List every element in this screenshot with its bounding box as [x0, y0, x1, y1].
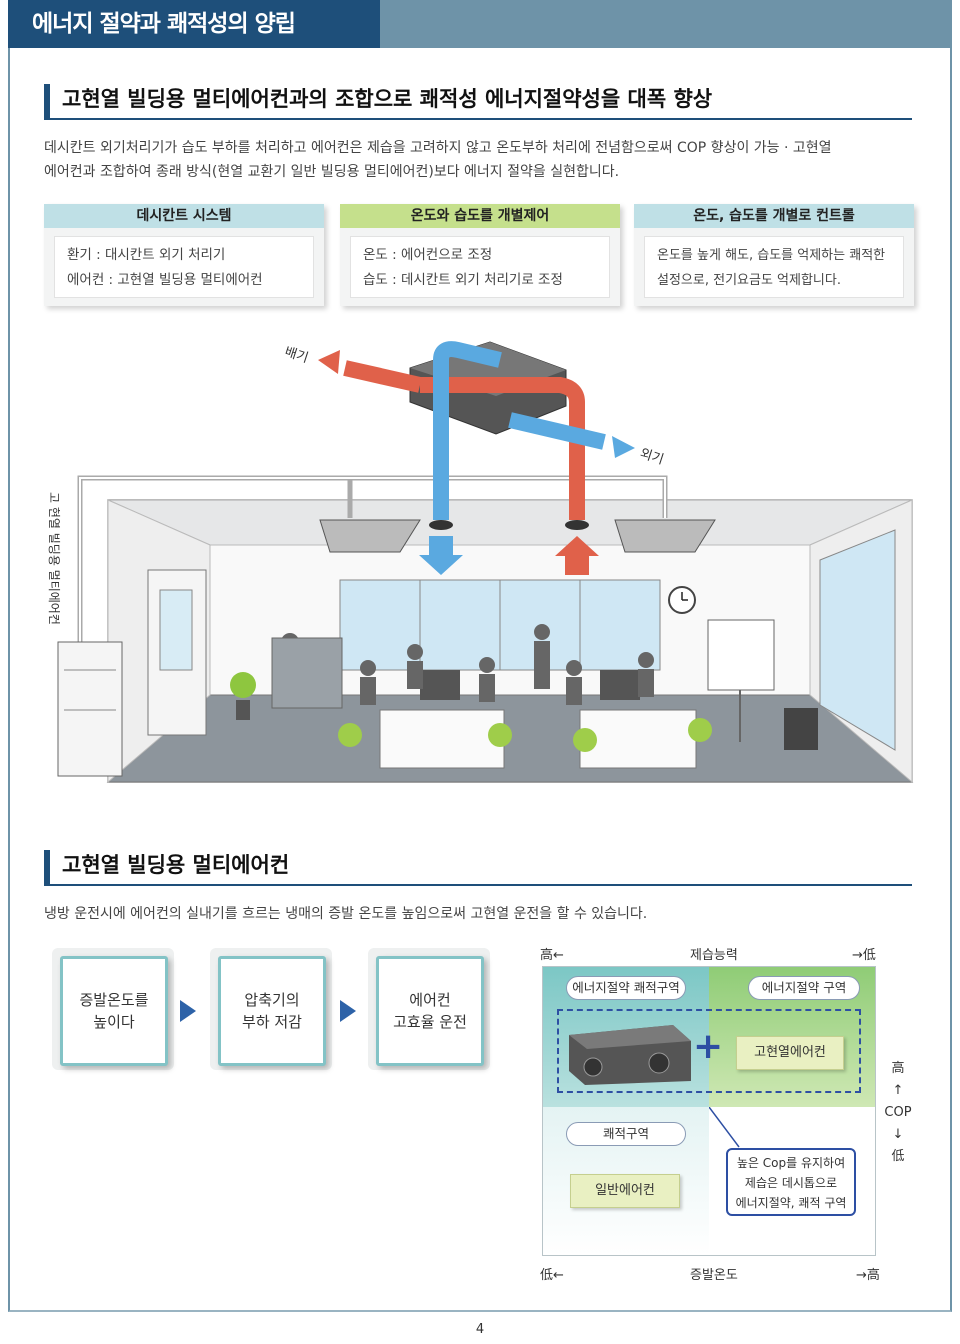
card-desiccant-system: 데시칸트 시스템 환기 : 대시칸트 외기 처리기 에어컨 : 고현열 빌딩용 … — [44, 204, 324, 306]
outdoor-unit — [57, 641, 123, 777]
flow-step-1: 증발온도를 높이다 — [60, 956, 168, 1066]
card-line: 온도를 높게 해도, 습도를 억제하는 쾌적한 — [657, 248, 886, 263]
section1-heading: 고현열 빌딩용 멀티에어컨과의 조합으로 쾌적성 에너지절약성을 대폭 향상 — [44, 84, 912, 120]
desk-right — [579, 709, 697, 769]
right-window — [819, 529, 896, 751]
supply-vent — [429, 520, 453, 530]
page-number: 4 — [475, 1322, 485, 1337]
outside-air-label: 외기 — [638, 446, 665, 468]
trash-bin — [784, 708, 818, 750]
zone-label-energy: 에너지절약 구역 — [748, 976, 860, 1000]
supply-down-arrow — [419, 536, 463, 575]
exhaust-arrow — [318, 350, 340, 374]
cop-label: COP — [884, 1105, 912, 1120]
cop-up-arrow-icon: ↑ — [892, 1083, 904, 1098]
card-line: 환기 : 대시칸트 외기 처리기 — [67, 247, 226, 263]
section1-para-line1: 데시칸트 외기처리기가 습도 부하를 처리하고 에어컨은 제습을 고려하지 않고… — [44, 140, 832, 156]
card-separate-control: 온도, 습도를 개별로 컨트롤 온도를 높게 해도, 습도를 억제하는 쾌적한 … — [634, 204, 914, 306]
card-line: 에어컨 : 고현열 빌딩용 멀티에어컨 — [67, 272, 263, 288]
flow-step-line: 에어컨 — [409, 991, 451, 1009]
diagonal-divider — [709, 1107, 740, 1148]
office-chair — [488, 723, 512, 747]
axis-bottom-left: 低← — [540, 1268, 564, 1283]
section1-para-line2: 에어컨과 조합하여 종래 방식(현열 교환기 일반 빌딩용 멀티에어컨)보다 에… — [44, 164, 620, 180]
supply-duct — [433, 341, 502, 520]
axis-top-left: 高← — [540, 948, 564, 963]
section2-paragraph: 냉방 운전시에 에어컨의 실내기를 흐르는 냉매의 증발 온도를 높임으로써 고… — [44, 906, 648, 922]
axis-top-center: 제습능력 — [690, 948, 738, 963]
exhaust-duct — [420, 377, 585, 520]
flow-step-line: 압축기의 — [244, 991, 300, 1009]
flow-step-line: 증발온도를 — [79, 991, 149, 1009]
monitor — [600, 670, 640, 700]
flow-step-line: 고효율 운전 — [393, 1013, 467, 1031]
card-body: 온도 : 에어컨으로 조정 습도 : 데시칸트 외기 처리기로 조정 — [350, 236, 610, 298]
high-sensible-ac-tag: 고현열에어컨 — [736, 1036, 844, 1070]
zone-label-energy-comfort: 에너지절약 쾌적구역 — [566, 976, 686, 1000]
ceiling-cassette-left — [319, 519, 421, 553]
flow-step-3: 에어컨 고효율 운전 — [376, 956, 484, 1066]
side-label: 고 현열 빌딩용 멀티에어컨 — [47, 492, 61, 625]
potted-plant — [230, 672, 256, 698]
callout-line: 높은 Cop를 유지하여 — [736, 1156, 846, 1170]
whiteboard — [707, 619, 775, 691]
callout-line: 제습은 데시톱으로 — [744, 1176, 838, 1190]
axis-bottom-center: 증발온도 — [690, 1268, 738, 1283]
zone-label-comfort: 쾌적구역 — [566, 1122, 686, 1146]
card-line: 설정으로, 전기요금도 억제합니다. — [657, 273, 841, 288]
exhaust-label: 배기 — [283, 345, 310, 367]
card-line: 습도 : 데시칸트 외기 처리기로 조정 — [363, 272, 563, 288]
room-ceiling — [107, 499, 913, 546]
section2-heading: 고현열 빌딩용 멀티에어컨 — [44, 850, 912, 886]
ceiling-cassette-right — [614, 519, 716, 553]
cop-down-arrow-icon: ↓ — [892, 1127, 904, 1142]
page-title: 에너지 절약과 쾌적성의 양립 — [8, 0, 380, 48]
card-body: 환기 : 대시칸트 외기 처리기 에어컨 : 고현열 빌딩용 멀티에어컨 — [54, 236, 314, 298]
callout-line: 에너지절약, 쾌적 구역 — [735, 1196, 847, 1210]
dashed-boundary — [557, 1009, 861, 1093]
normal-ac-tag: 일반에어컨 — [570, 1174, 680, 1208]
outside-air-arrow — [612, 436, 635, 458]
axis-bottom-right: →高 — [856, 1268, 880, 1283]
axis-top-right: →低 — [852, 948, 876, 963]
section1-paragraph: 데시칸트 외기처리기가 습도 부하를 처리하고 에어컨은 제습을 고려하지 않고… — [44, 136, 832, 184]
desiccant-unit-photo — [569, 1025, 691, 1085]
card-title: 온도와 습도를 개별제어 — [340, 204, 620, 228]
card-title: 데시칸트 시스템 — [44, 204, 324, 228]
office-ventilation-illustration: 배기 외기 고 현열 빌딩용 멀티에어컨 — [47, 341, 914, 784]
page-frame — [8, 48, 952, 1312]
cabinet — [271, 637, 343, 709]
plus-icon: + — [693, 1026, 724, 1067]
flow-arrow-icon — [180, 1000, 196, 1022]
return-vent — [565, 520, 589, 530]
monitor — [420, 670, 460, 700]
cop-high: 高 — [891, 1061, 905, 1076]
flow-step-line: 부하 저감 — [242, 1013, 302, 1031]
cop-axis: 高 ↑ COP ↓ 低 — [880, 1058, 916, 1168]
flow-step-2: 압축기의 부하 저감 — [218, 956, 326, 1066]
office-chair — [338, 723, 362, 747]
card-title: 온도, 습도를 개별로 컨트롤 — [634, 204, 914, 228]
flow-arrow-icon — [340, 1000, 356, 1022]
card-line: 온도 : 에어컨으로 조정 — [363, 247, 493, 263]
card-individual-control: 온도와 습도를 개별제어 온도 : 에어컨으로 조정 습도 : 데시칸트 외기 … — [340, 204, 620, 306]
outside-air-duct — [508, 412, 606, 450]
return-up-arrow — [555, 536, 599, 575]
office-chair — [573, 728, 597, 752]
cop-low: 低 — [891, 1149, 905, 1164]
card-body: 온도를 높게 해도, 습도를 억제하는 쾌적한 설정으로, 전기요금도 억제합니… — [644, 236, 904, 298]
callout-box: 높은 Cop를 유지하여 제습은 데시톱으로 에너지절약, 쾌적 구역 — [726, 1148, 856, 1216]
office-chair — [688, 718, 712, 742]
desk-left — [379, 709, 505, 769]
flow-step-line: 높이다 — [93, 1013, 135, 1031]
